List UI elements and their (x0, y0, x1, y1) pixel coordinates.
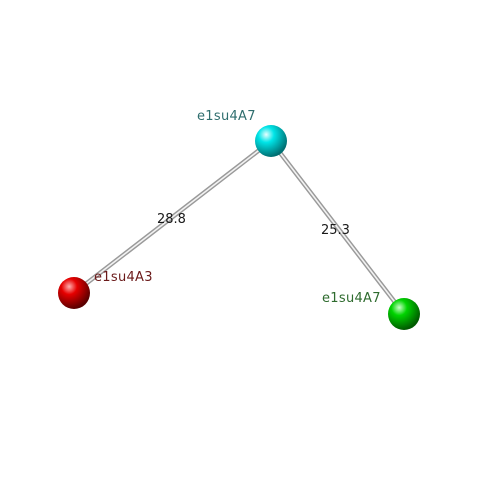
atom-a2-sphere[interactable] (58, 277, 90, 309)
atom-a1-label: e1su4A7 (197, 109, 256, 124)
distance-label-a1-a2: 28.8 (157, 212, 186, 227)
atom-a1-sphere[interactable] (255, 125, 287, 157)
atom-a3-label: e1su4A7 (322, 291, 381, 306)
distance-label-a1-a3: 25.3 (321, 223, 350, 238)
atom-a2-label: e1su4A3 (94, 270, 153, 285)
bond-a1-a3[interactable] (268, 138, 407, 317)
bond-a1-a2[interactable] (71, 138, 274, 296)
atom-a3-sphere[interactable] (388, 298, 420, 330)
